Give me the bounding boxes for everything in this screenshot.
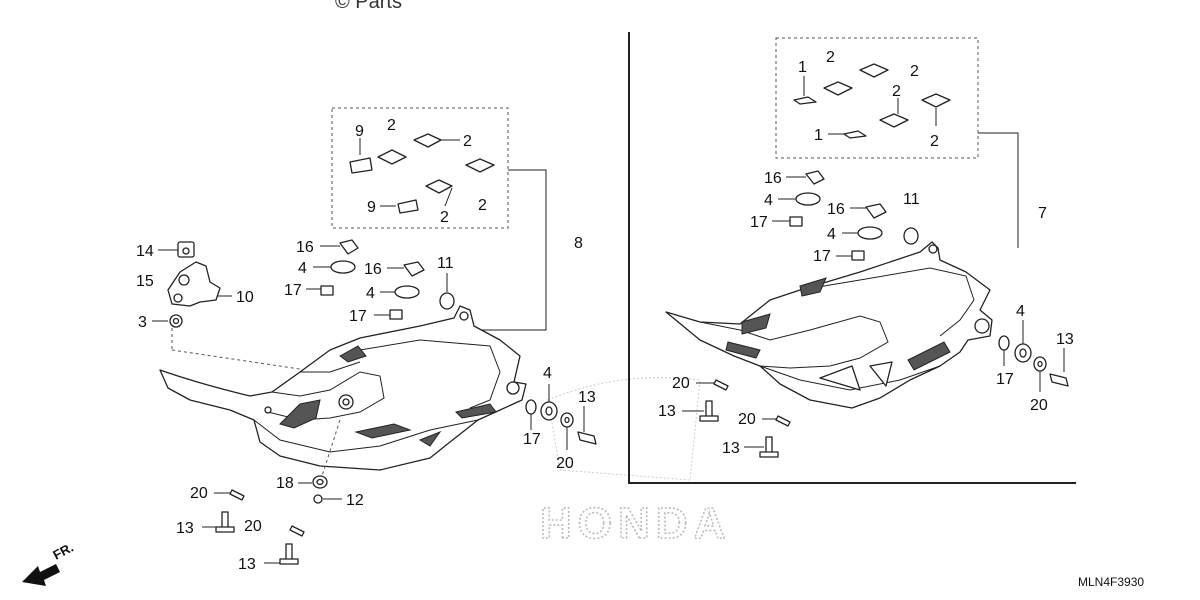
callout-16: 16 bbox=[827, 201, 845, 218]
upper-hardware-left bbox=[320, 239, 455, 320]
callout-14: 14 bbox=[136, 243, 154, 260]
upper-hardware-leaders-left bbox=[306, 245, 448, 316]
callout-2: 2 bbox=[910, 63, 919, 80]
callout-11: 11 bbox=[437, 255, 454, 272]
callout-2: 2 bbox=[440, 209, 449, 226]
callout-13: 13 bbox=[238, 556, 256, 573]
right-frame bbox=[628, 32, 1076, 484]
callout-4: 4 bbox=[764, 192, 773, 209]
callout-20: 20 bbox=[1030, 397, 1048, 414]
callout-4: 4 bbox=[1016, 303, 1025, 320]
callout-20: 20 bbox=[556, 455, 574, 472]
callout-3: 3 bbox=[138, 314, 147, 331]
rear-hardware-left bbox=[525, 399, 597, 445]
front-direction-label: FR. bbox=[50, 540, 76, 563]
callout-2: 2 bbox=[387, 117, 396, 134]
callout-4: 4 bbox=[543, 365, 552, 382]
skid-plate-left bbox=[159, 305, 527, 471]
skid-plate-right bbox=[665, 241, 993, 409]
callout-16: 16 bbox=[296, 239, 314, 256]
callout-4: 4 bbox=[827, 226, 836, 243]
rear-hardware-leaders-left bbox=[530, 384, 585, 450]
kit-box-7 bbox=[775, 37, 979, 159]
callout-20: 20 bbox=[672, 375, 690, 392]
bracket-8 bbox=[478, 169, 547, 331]
upper-hardware-right bbox=[789, 170, 919, 261]
callout-13: 13 bbox=[1056, 331, 1074, 348]
callout-1: 1 bbox=[798, 59, 807, 76]
callout-17: 17 bbox=[750, 214, 768, 231]
callout-8: 8 bbox=[574, 235, 583, 252]
callout-9: 9 bbox=[355, 123, 364, 140]
callout-13: 13 bbox=[578, 389, 596, 406]
callout-17: 17 bbox=[284, 282, 302, 299]
lower-hardware-leaders-left bbox=[202, 482, 342, 564]
kit-pads-right bbox=[793, 63, 951, 139]
honda-watermark: HONDA bbox=[540, 499, 731, 548]
lower-hardware-right bbox=[699, 379, 791, 458]
callout-11: 11 bbox=[903, 191, 920, 208]
lower-hardware-leaders-right bbox=[682, 382, 776, 448]
kit-leaders-left bbox=[359, 138, 460, 207]
callout-20: 20 bbox=[738, 411, 756, 428]
callout-4: 4 bbox=[366, 285, 375, 302]
callout-10: 10 bbox=[236, 289, 254, 306]
callout-2: 2 bbox=[892, 83, 901, 100]
copyright-text: © Parts bbox=[335, 0, 402, 13]
callout-2: 2 bbox=[930, 133, 939, 150]
callout-17: 17 bbox=[813, 248, 831, 265]
callout-15: 15 bbox=[136, 273, 154, 290]
callout-16: 16 bbox=[364, 261, 382, 278]
callout-17: 17 bbox=[349, 308, 367, 325]
callout-9: 9 bbox=[367, 199, 376, 216]
callout-20: 20 bbox=[244, 518, 262, 535]
diagram-code: MLN4F3930 bbox=[1078, 575, 1144, 589]
callout-13: 13 bbox=[658, 403, 676, 420]
callout-13: 13 bbox=[722, 440, 740, 457]
callout-17: 17 bbox=[523, 431, 541, 448]
callout-20: 20 bbox=[190, 485, 208, 502]
upper-hardware-leaders-right bbox=[772, 176, 866, 257]
callout-4: 4 bbox=[298, 260, 307, 277]
callout-2: 2 bbox=[478, 197, 487, 214]
callout-17: 17 bbox=[996, 371, 1014, 388]
callout-1: 1 bbox=[814, 127, 823, 144]
callout-18: 18 bbox=[276, 475, 294, 492]
callout-2: 2 bbox=[826, 49, 835, 66]
side-bracket bbox=[167, 241, 221, 328]
callout-12: 12 bbox=[346, 492, 364, 509]
callout-16: 16 bbox=[764, 170, 782, 187]
callout-7: 7 bbox=[1038, 205, 1047, 222]
callout-13: 13 bbox=[176, 520, 194, 537]
rear-hardware-leaders-right bbox=[1003, 320, 1065, 392]
bracket-7 bbox=[978, 132, 1019, 248]
kit-pads-left bbox=[349, 133, 495, 214]
kit-box-8 bbox=[331, 107, 509, 229]
kit-leaders-right bbox=[803, 76, 937, 135]
callout-2: 2 bbox=[463, 133, 472, 150]
lower-hardware-left bbox=[215, 419, 341, 565]
front-arrow-icon bbox=[22, 564, 60, 586]
